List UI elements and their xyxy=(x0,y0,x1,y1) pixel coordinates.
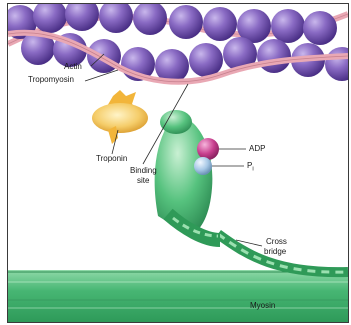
myosin-label: Myosin xyxy=(250,301,275,311)
myosin-head xyxy=(155,110,220,240)
cross-bridge-label-line1: Cross xyxy=(266,237,287,247)
actin-label: Actin xyxy=(64,62,82,72)
pi-molecule xyxy=(194,157,212,175)
troponin-complex xyxy=(92,90,148,144)
actin-filament xyxy=(8,4,348,83)
diagram-illustration xyxy=(8,4,348,322)
binding-site-label-line1: Binding xyxy=(130,166,157,176)
binding-site-label-line2: site xyxy=(137,176,149,186)
cross-bridge-label-line2: bridge xyxy=(264,247,286,257)
myosin-filament xyxy=(8,270,348,322)
pi-label-sub: i xyxy=(252,167,253,173)
troponin-label: Troponin xyxy=(96,154,127,164)
diagram-frame: Actin Tropomyosin Troponin Binding site … xyxy=(7,3,349,323)
pi-label: Pi xyxy=(247,161,254,175)
adp-molecule xyxy=(197,138,219,160)
adp-label: ADP xyxy=(249,144,265,154)
tropomyosin-label: Tropomyosin xyxy=(28,75,74,85)
